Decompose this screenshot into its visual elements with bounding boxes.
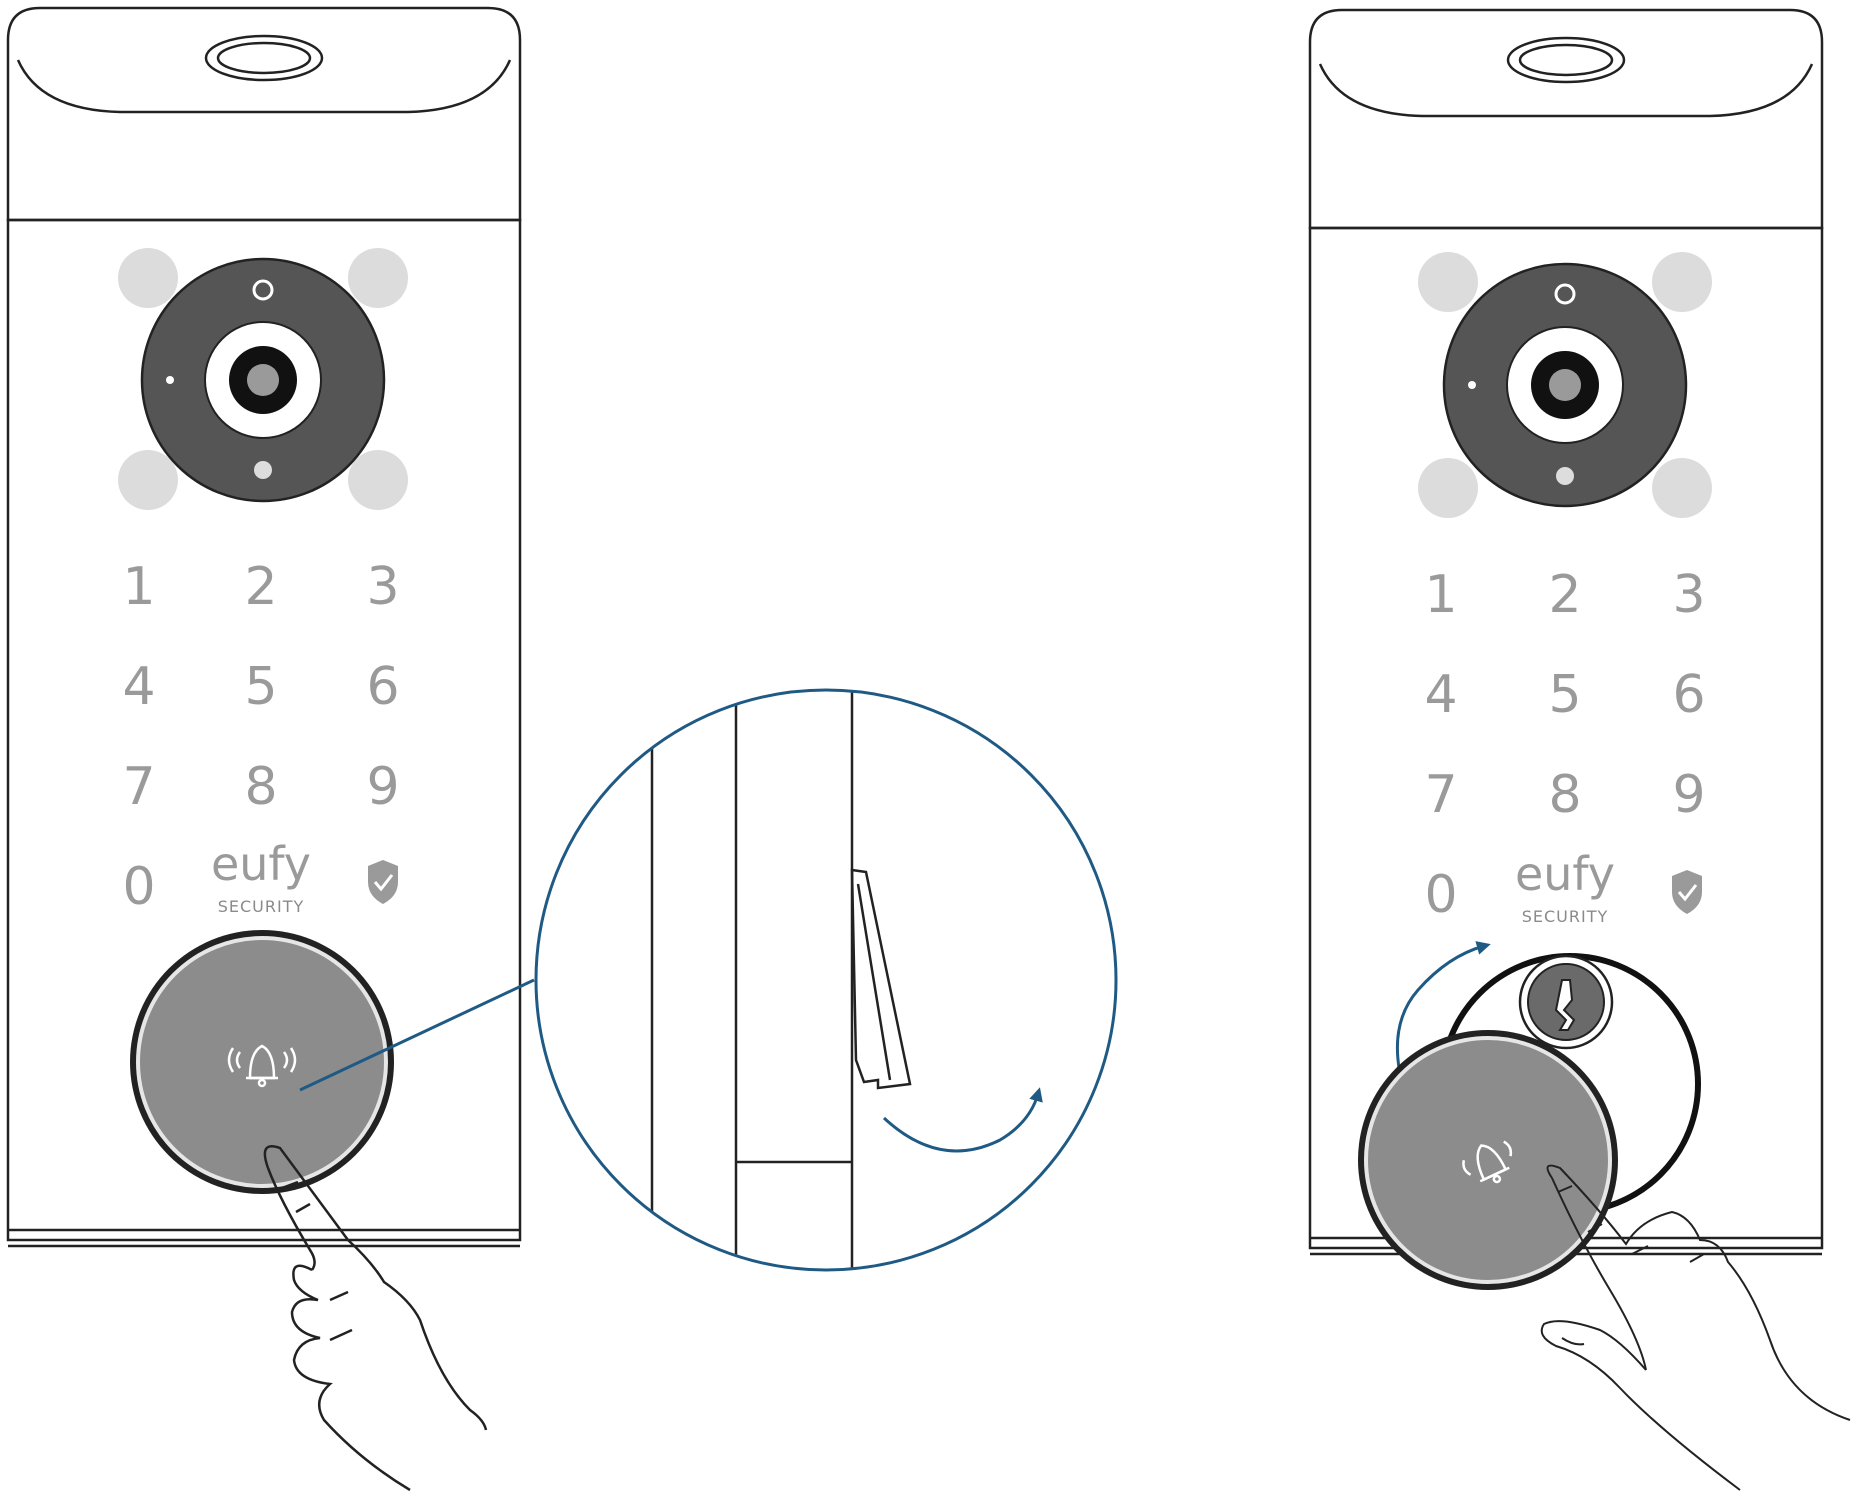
right-key-7[interactable]: 7 bbox=[1424, 765, 1457, 825]
right-sensor-pad-bl bbox=[1418, 458, 1478, 518]
shield-check-icon[interactable] bbox=[368, 860, 398, 904]
left-fingerprint-sensor-outer bbox=[204, 34, 324, 82]
left-key-8[interactable]: 8 bbox=[244, 757, 277, 817]
left-fingerprint-sensor-inner bbox=[216, 41, 312, 75]
right-lock: 1 2 3 4 5 6 7 8 9 0 eufy SECURITY bbox=[1308, 8, 1851, 1491]
left-keypad: 1 2 3 4 5 6 7 8 9 0 bbox=[122, 557, 399, 917]
zoom-callout bbox=[534, 688, 1118, 1272]
right-camera bbox=[1442, 262, 1688, 508]
zoom-pry-arrow bbox=[882, 1087, 1043, 1153]
zoom-tab bbox=[850, 868, 912, 1090]
shield-check-icon[interactable] bbox=[1672, 870, 1702, 914]
left-key-9[interactable]: 9 bbox=[366, 757, 399, 817]
left-brand-logo: eufy bbox=[211, 837, 311, 891]
left-key-3[interactable]: 3 bbox=[366, 557, 399, 617]
left-camera bbox=[140, 257, 386, 503]
right-sensor-pad-tr bbox=[1652, 252, 1712, 312]
zoom-circle-border bbox=[534, 688, 1118, 1272]
right-key-5[interactable]: 5 bbox=[1548, 665, 1581, 725]
left-key-1[interactable]: 1 bbox=[122, 557, 155, 617]
right-keypad: 1 2 3 4 5 6 7 8 9 0 bbox=[1424, 565, 1705, 925]
left-key-2[interactable]: 2 bbox=[244, 557, 277, 617]
right-sensor-pad-tl bbox=[1418, 252, 1478, 312]
left-body bbox=[6, 218, 522, 1242]
left-top-cap bbox=[6, 6, 522, 222]
left-key-0[interactable]: 0 bbox=[122, 857, 155, 917]
bell-icon bbox=[1462, 1140, 1513, 1184]
left-doorbell-button[interactable] bbox=[130, 930, 394, 1194]
left-lock: 1 2 3 4 5 6 7 8 9 0 eufy SECURITY bbox=[6, 6, 535, 1492]
callout-pointer-line bbox=[299, 978, 535, 1092]
right-key-2[interactable]: 2 bbox=[1548, 565, 1581, 625]
right-key-9[interactable]: 9 bbox=[1672, 765, 1705, 825]
left-key-7[interactable]: 7 bbox=[122, 757, 155, 817]
right-key-1[interactable]: 1 bbox=[1424, 565, 1457, 625]
keyhole-icon bbox=[1518, 954, 1614, 1050]
right-hand bbox=[1540, 1164, 1851, 1491]
right-key-3[interactable]: 3 bbox=[1672, 565, 1705, 625]
right-sensor-pad-br bbox=[1652, 458, 1712, 518]
left-sensor-pad-br bbox=[348, 450, 408, 510]
left-key-5[interactable]: 5 bbox=[244, 657, 277, 717]
right-key-4[interactable]: 4 bbox=[1424, 665, 1457, 725]
bell-icon bbox=[227, 1044, 297, 1088]
right-cap-curve bbox=[1318, 63, 1814, 118]
zoom-tab-edge bbox=[856, 883, 892, 1081]
left-sensor-pad-tr bbox=[348, 248, 408, 308]
left-hand bbox=[263, 1145, 488, 1492]
left-brand-subline: SECURITY bbox=[218, 897, 305, 916]
right-doorbell-button[interactable] bbox=[1358, 1030, 1618, 1290]
left-sensor-pad-tl bbox=[118, 248, 178, 308]
left-cap-curve bbox=[16, 59, 512, 114]
right-key-0[interactable]: 0 bbox=[1424, 865, 1457, 925]
right-brand-subline: SECURITY bbox=[1522, 907, 1609, 926]
right-fingerprint-sensor-outer bbox=[1506, 36, 1626, 84]
right-key-6[interactable]: 6 bbox=[1672, 665, 1705, 725]
right-fingerprint-sensor-inner bbox=[1518, 43, 1614, 77]
left-sensor-pad-bl bbox=[118, 450, 178, 510]
right-brand-logo: eufy bbox=[1515, 847, 1615, 901]
right-top-cap bbox=[1308, 8, 1824, 230]
left-key-6[interactable]: 6 bbox=[366, 657, 399, 717]
right-key-8[interactable]: 8 bbox=[1548, 765, 1581, 825]
left-key-4[interactable]: 4 bbox=[122, 657, 155, 717]
